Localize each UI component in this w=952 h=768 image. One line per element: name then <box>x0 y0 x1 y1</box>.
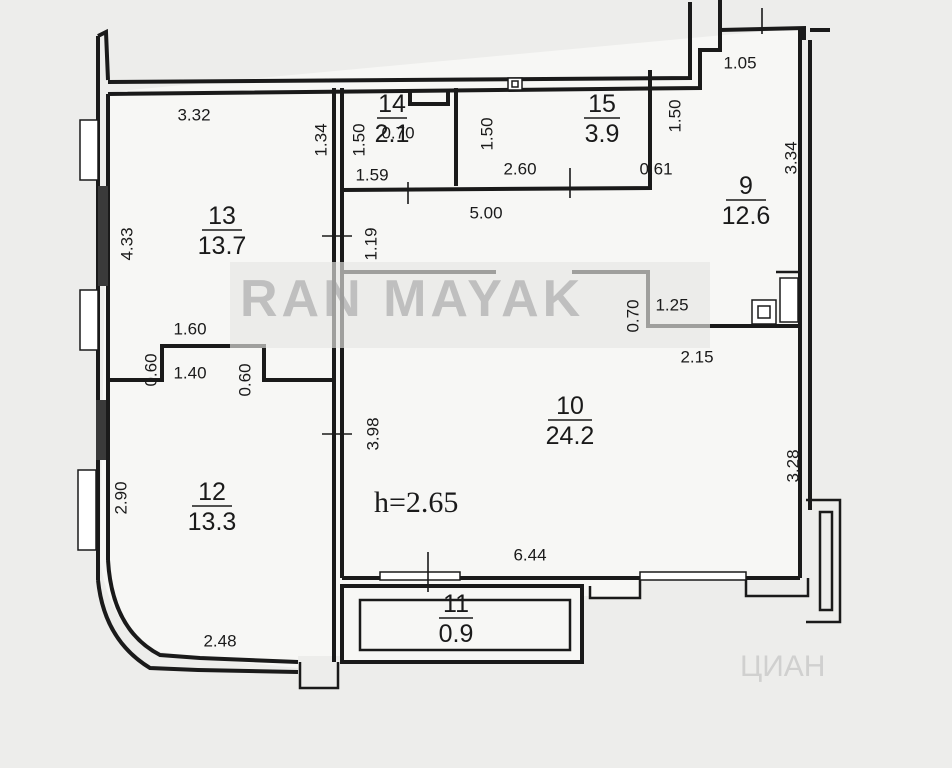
room-number: 12 <box>198 478 226 506</box>
room-label-9: 912.6 <box>722 172 771 230</box>
dimension-label: 2.90 <box>111 481 130 514</box>
room-area: 13.3 <box>188 508 237 536</box>
dimension-label: 3.34 <box>781 141 800 174</box>
room-number: 13 <box>208 202 236 230</box>
room-area: 2.1 <box>375 120 410 148</box>
dimension-label: 1.50 <box>665 99 684 132</box>
dimension-label: 1.25 <box>655 295 688 314</box>
room-number: 9 <box>739 172 753 200</box>
room-area: 0.9 <box>439 620 474 648</box>
dimension-label: 0.60 <box>141 353 160 386</box>
svg-text:RAN MAYAK: RAN MAYAK <box>240 270 584 328</box>
right-exterior <box>751 270 842 624</box>
room-label-11: 110.9 <box>439 590 474 648</box>
door-marks <box>322 8 763 592</box>
dimension-label: 1.59 <box>355 165 388 184</box>
source-mark: ЦИАН <box>740 650 825 683</box>
dimension-label: 2.15 <box>680 347 713 366</box>
dimension-label: 5.00 <box>469 203 502 222</box>
room-label-14: 142.1 <box>375 90 410 148</box>
dimension-label: 1.50 <box>349 123 368 156</box>
left-windows <box>77 119 108 551</box>
dimension-label: 1.05 <box>723 53 756 72</box>
dimension-label: 1.19 <box>361 227 380 260</box>
room-label-15: 153.9 <box>584 90 620 148</box>
room-number: 15 <box>588 90 616 118</box>
dimension-label: 4.33 <box>117 227 136 260</box>
dimension-label: 3.32 <box>177 105 210 124</box>
dimension-label: 0.70 <box>623 299 642 332</box>
dimension-labels: 1.05 3.32 1.34 1.50 0.70 1.59 1.50 2.60 1.50 0.61… <box>111 53 802 650</box>
dimension-label: 0.60 <box>235 363 254 396</box>
svg-text:ЦИАН: ЦИАН <box>740 650 825 683</box>
dimension-label: 1.50 <box>477 117 496 150</box>
dimension-label: 6.44 <box>513 545 546 564</box>
room-area: 12.6 <box>722 202 771 230</box>
ceiling-height: h=2.65 <box>374 486 458 519</box>
balcony-walls <box>298 571 810 690</box>
dimension-label: 2.60 <box>503 159 536 178</box>
dimension-label: 1.40 <box>173 363 206 382</box>
dimension-label: 3.28 <box>783 449 802 482</box>
dimension-label: 3.98 <box>363 417 382 450</box>
dimension-label: 1.34 <box>311 123 330 156</box>
room-number: 10 <box>556 392 584 420</box>
dimension-label: 0.61 <box>639 159 672 178</box>
room-number: 14 <box>378 90 406 118</box>
dimension-label: 1.60 <box>173 319 206 338</box>
vent-shafts <box>507 77 523 91</box>
room-area: 24.2 <box>546 422 595 450</box>
watermark: RAN MAYAK <box>230 262 710 348</box>
dimension-label: 2.48 <box>203 631 236 650</box>
room-area: 3.9 <box>585 120 620 148</box>
dimension-label: 0.70 <box>381 123 414 142</box>
room-area: 13.7 <box>198 232 247 260</box>
room-number: 11 <box>443 590 469 618</box>
